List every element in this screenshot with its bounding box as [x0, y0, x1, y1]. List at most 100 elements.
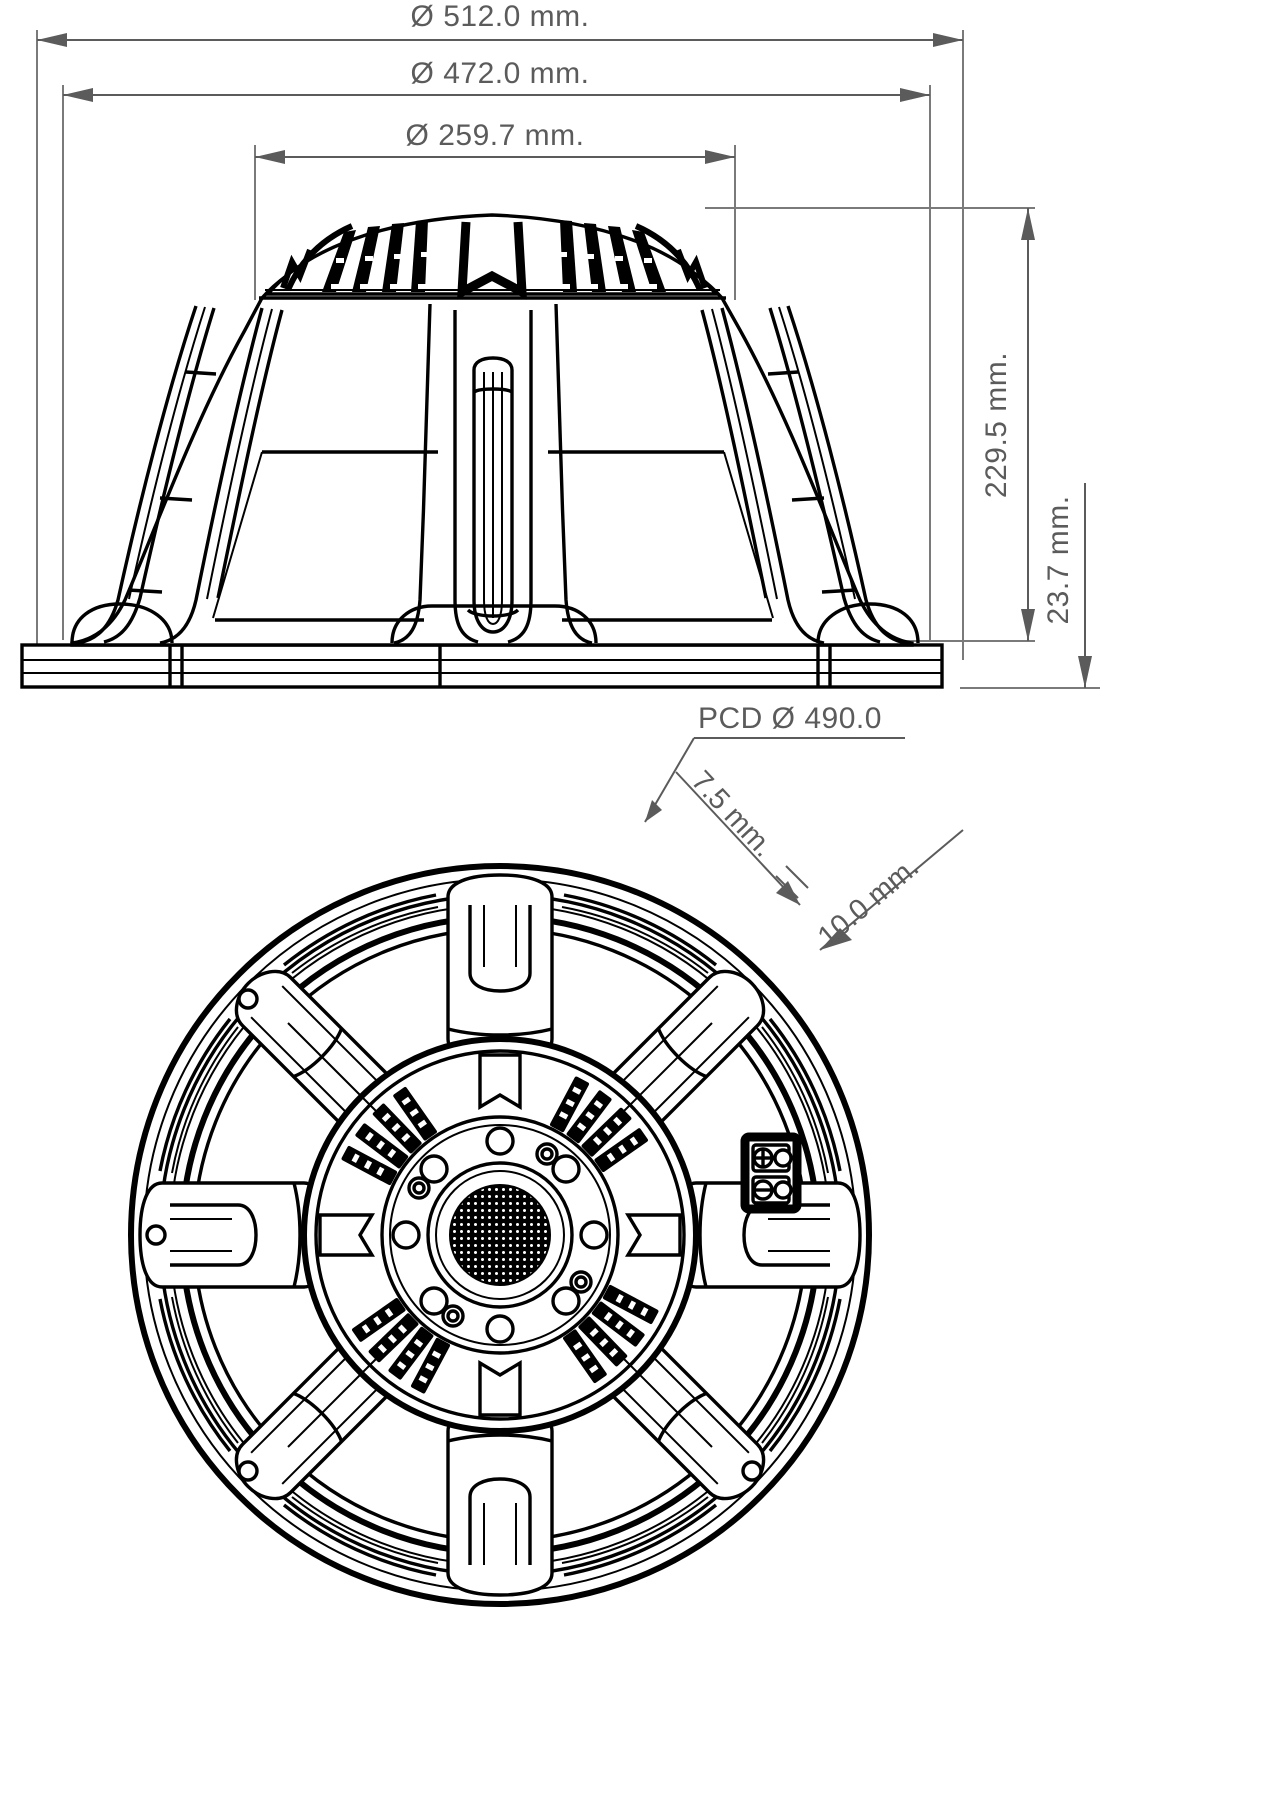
basket-legs [70, 303, 920, 645]
leg-center-right [554, 303, 593, 645]
grille-chevron-left [280, 248, 313, 289]
foot-center [390, 604, 598, 644]
handle-n [446, 873, 554, 1063]
magnet-circle-inner-2 [435, 1170, 565, 1300]
slot-tick-a [775, 875, 799, 899]
arrow-472-left [63, 88, 93, 102]
dim-line-75 [675, 771, 801, 906]
pole-vent-mesh [449, 1184, 551, 1286]
flange-outer-circle [128, 863, 872, 1607]
arrow-75 [776, 881, 800, 905]
leg-far-right-inner [768, 307, 881, 644]
arc-slot-6 [282, 1503, 437, 1577]
flange-tooling-holes [145, 988, 763, 1482]
leg-far-right-rib-3 [821, 588, 857, 594]
arc-slot-5 [563, 1503, 718, 1577]
grille-center-marker [457, 221, 527, 300]
leg-far-left-rib-1 [185, 370, 217, 376]
pole-collar-2 [466, 608, 520, 618]
dim-label-cone-diameter: Ø 259.7 mm. [406, 119, 585, 152]
leg-far-right-mid [778, 306, 856, 600]
radial-ribs [287, 1022, 713, 1448]
arc-slot-3 [768, 1017, 842, 1172]
motor-pointer-w [318, 1213, 376, 1257]
foot-far-left [70, 602, 174, 644]
leg-far-right-rib-2 [791, 496, 825, 502]
leg-center-inner-left [453, 310, 479, 644]
leg-center-inner-right [507, 310, 533, 644]
leg-center-left [393, 303, 432, 645]
leg-far-left-inner [103, 307, 216, 644]
motor-pointer-s [478, 1359, 522, 1417]
leg-far-right-rib-1 [767, 370, 799, 376]
dim-label-overall-height: 229.5 mm. [980, 352, 1013, 498]
pole-inner [483, 372, 503, 626]
grille-slot-nicks [331, 252, 657, 289]
arrow-100 [820, 928, 852, 950]
dim-label-flange-height: 23.7 mm. [1042, 495, 1075, 624]
dimension-layer [36, 30, 1100, 951]
arc-slot-8 [158, 1017, 232, 1172]
dim-line-100 [819, 829, 964, 951]
dim-label-pcd: PCD Ø 490.0 [698, 702, 882, 735]
flange-plate [20, 643, 944, 689]
arc-slot-2 [563, 893, 718, 967]
dim-label-slot-length: 10.0 mm. [812, 851, 925, 953]
slot-tick-b [785, 865, 809, 889]
leg-left-outer [159, 307, 264, 645]
leg-far-left-rib-2 [159, 496, 193, 502]
dim-label-basket-diameter: Ø 472.0 mm. [411, 57, 590, 90]
top-grille [259, 213, 726, 300]
leg-far-right-outer [786, 305, 907, 645]
web-panel-right-edge [723, 451, 774, 619]
arc-slot-1 [282, 893, 437, 967]
grille-chevron-right-outer [634, 223, 703, 292]
arc-slot-7 [158, 1298, 232, 1453]
leg-far-left-outer [77, 305, 198, 645]
leg-far-left-rib-3 [127, 588, 163, 594]
magnet-circle-inner [426, 1161, 574, 1309]
side-elevation-view [20, 213, 944, 689]
mounting-flange-profile [20, 643, 944, 689]
leg-right-outer [720, 307, 825, 645]
web-panel-left-edge [212, 451, 263, 619]
arrow-512-right [933, 33, 963, 47]
terminal-post-positive [773, 1148, 793, 1168]
motor-pointers [318, 1053, 682, 1417]
handle-w [138, 1181, 328, 1289]
motor-pointer-n [478, 1053, 522, 1111]
arc-slot-4 [768, 1298, 842, 1453]
motor-vent-nicks [351, 1086, 649, 1384]
arrow-229-top [1021, 208, 1035, 240]
pcd-leader-arrow [645, 800, 662, 822]
pole-collar-1 [473, 387, 513, 394]
terminal-block [740, 1132, 802, 1214]
terminal-post-negative [773, 1180, 793, 1200]
arrow-472-right [900, 88, 930, 102]
bottom-plan-view [128, 863, 872, 1607]
hub-bolt-holes [391, 1126, 609, 1344]
arrow-260-left [255, 150, 285, 164]
foot-far-right [816, 602, 920, 644]
leg-right-mid [711, 308, 778, 600]
dim-label-outer-diameter: Ø 512.0 mm. [411, 0, 590, 33]
center-pole [466, 356, 520, 634]
leg-right-inner [700, 309, 768, 599]
flange-arc-slots [158, 893, 842, 1577]
arrow-237-bottom [1078, 656, 1092, 688]
arrow-229-bottom [1021, 609, 1035, 641]
leg-far-left-mid [128, 306, 206, 600]
leg-left-inner [216, 309, 284, 599]
basket-handles [138, 873, 862, 1597]
motor-assembly [301, 1036, 699, 1434]
grille-chevron-left-outer [285, 223, 354, 292]
grille-chevron-right [675, 248, 708, 289]
handle-s [446, 1407, 554, 1597]
motor-pointer-e [624, 1213, 682, 1257]
arrow-260-right [705, 150, 735, 164]
dim-label-slot-width: 7.5 mm. [685, 765, 780, 863]
hub-screw-holes [407, 1142, 593, 1328]
grille-band [264, 213, 720, 296]
